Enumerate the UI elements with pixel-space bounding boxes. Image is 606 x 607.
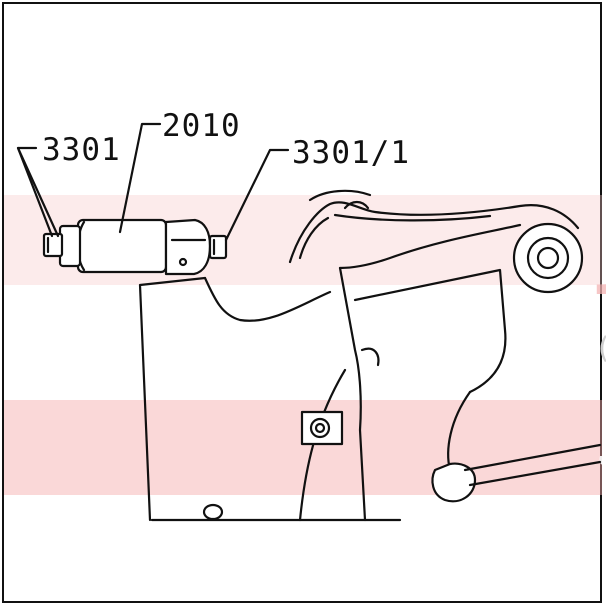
control-arm-top — [288, 201, 580, 264]
bolt-center — [314, 422, 326, 434]
watermark-brand: دیجیتال خودرو — [596, 204, 606, 294]
label-2010: 2010 — [162, 108, 241, 144]
left-nut-3301 — [42, 232, 64, 258]
right-fork — [164, 218, 212, 276]
link-rod — [463, 443, 602, 487]
watermark-line2: اولین سامانه دیجیتال تعمیرکاران خودرو در… — [598, 439, 606, 469]
leader-3301-1 — [224, 148, 290, 242]
control-arm-lower — [338, 223, 522, 270]
knuckle-left-edge — [338, 266, 367, 522]
label-3301: 3301 — [42, 132, 121, 168]
right-nut-3301-1 — [208, 234, 228, 260]
leader-2010 — [118, 122, 162, 234]
subframe-hole — [202, 503, 224, 521]
rear-bushing-outer — [512, 222, 584, 294]
fork-pin — [178, 257, 188, 267]
leader-3301-second — [16, 146, 60, 238]
control-arm-inner — [298, 213, 492, 260]
subframe-plate — [138, 276, 207, 522]
bolt-plate — [300, 410, 344, 446]
knuckle-top — [353, 268, 507, 394]
bracket-curl — [343, 200, 370, 210]
knuckle-notch — [360, 347, 380, 367]
subframe-edge — [203, 276, 332, 322]
rear-bushing-inner — [536, 246, 560, 270]
mechanism-drawing — [16, 122, 602, 522]
bushing-tool-body — [76, 218, 168, 274]
label-3301-1: 3301/1 — [292, 135, 410, 171]
watermark-line1: دیجیتال خودرو سامانه (مسئولیت محدود) — [598, 331, 606, 365]
bolt-head — [309, 417, 331, 439]
rear-bushing-middle — [526, 236, 570, 280]
ball-joint — [431, 462, 477, 503]
control-arm-bracket — [308, 189, 372, 202]
